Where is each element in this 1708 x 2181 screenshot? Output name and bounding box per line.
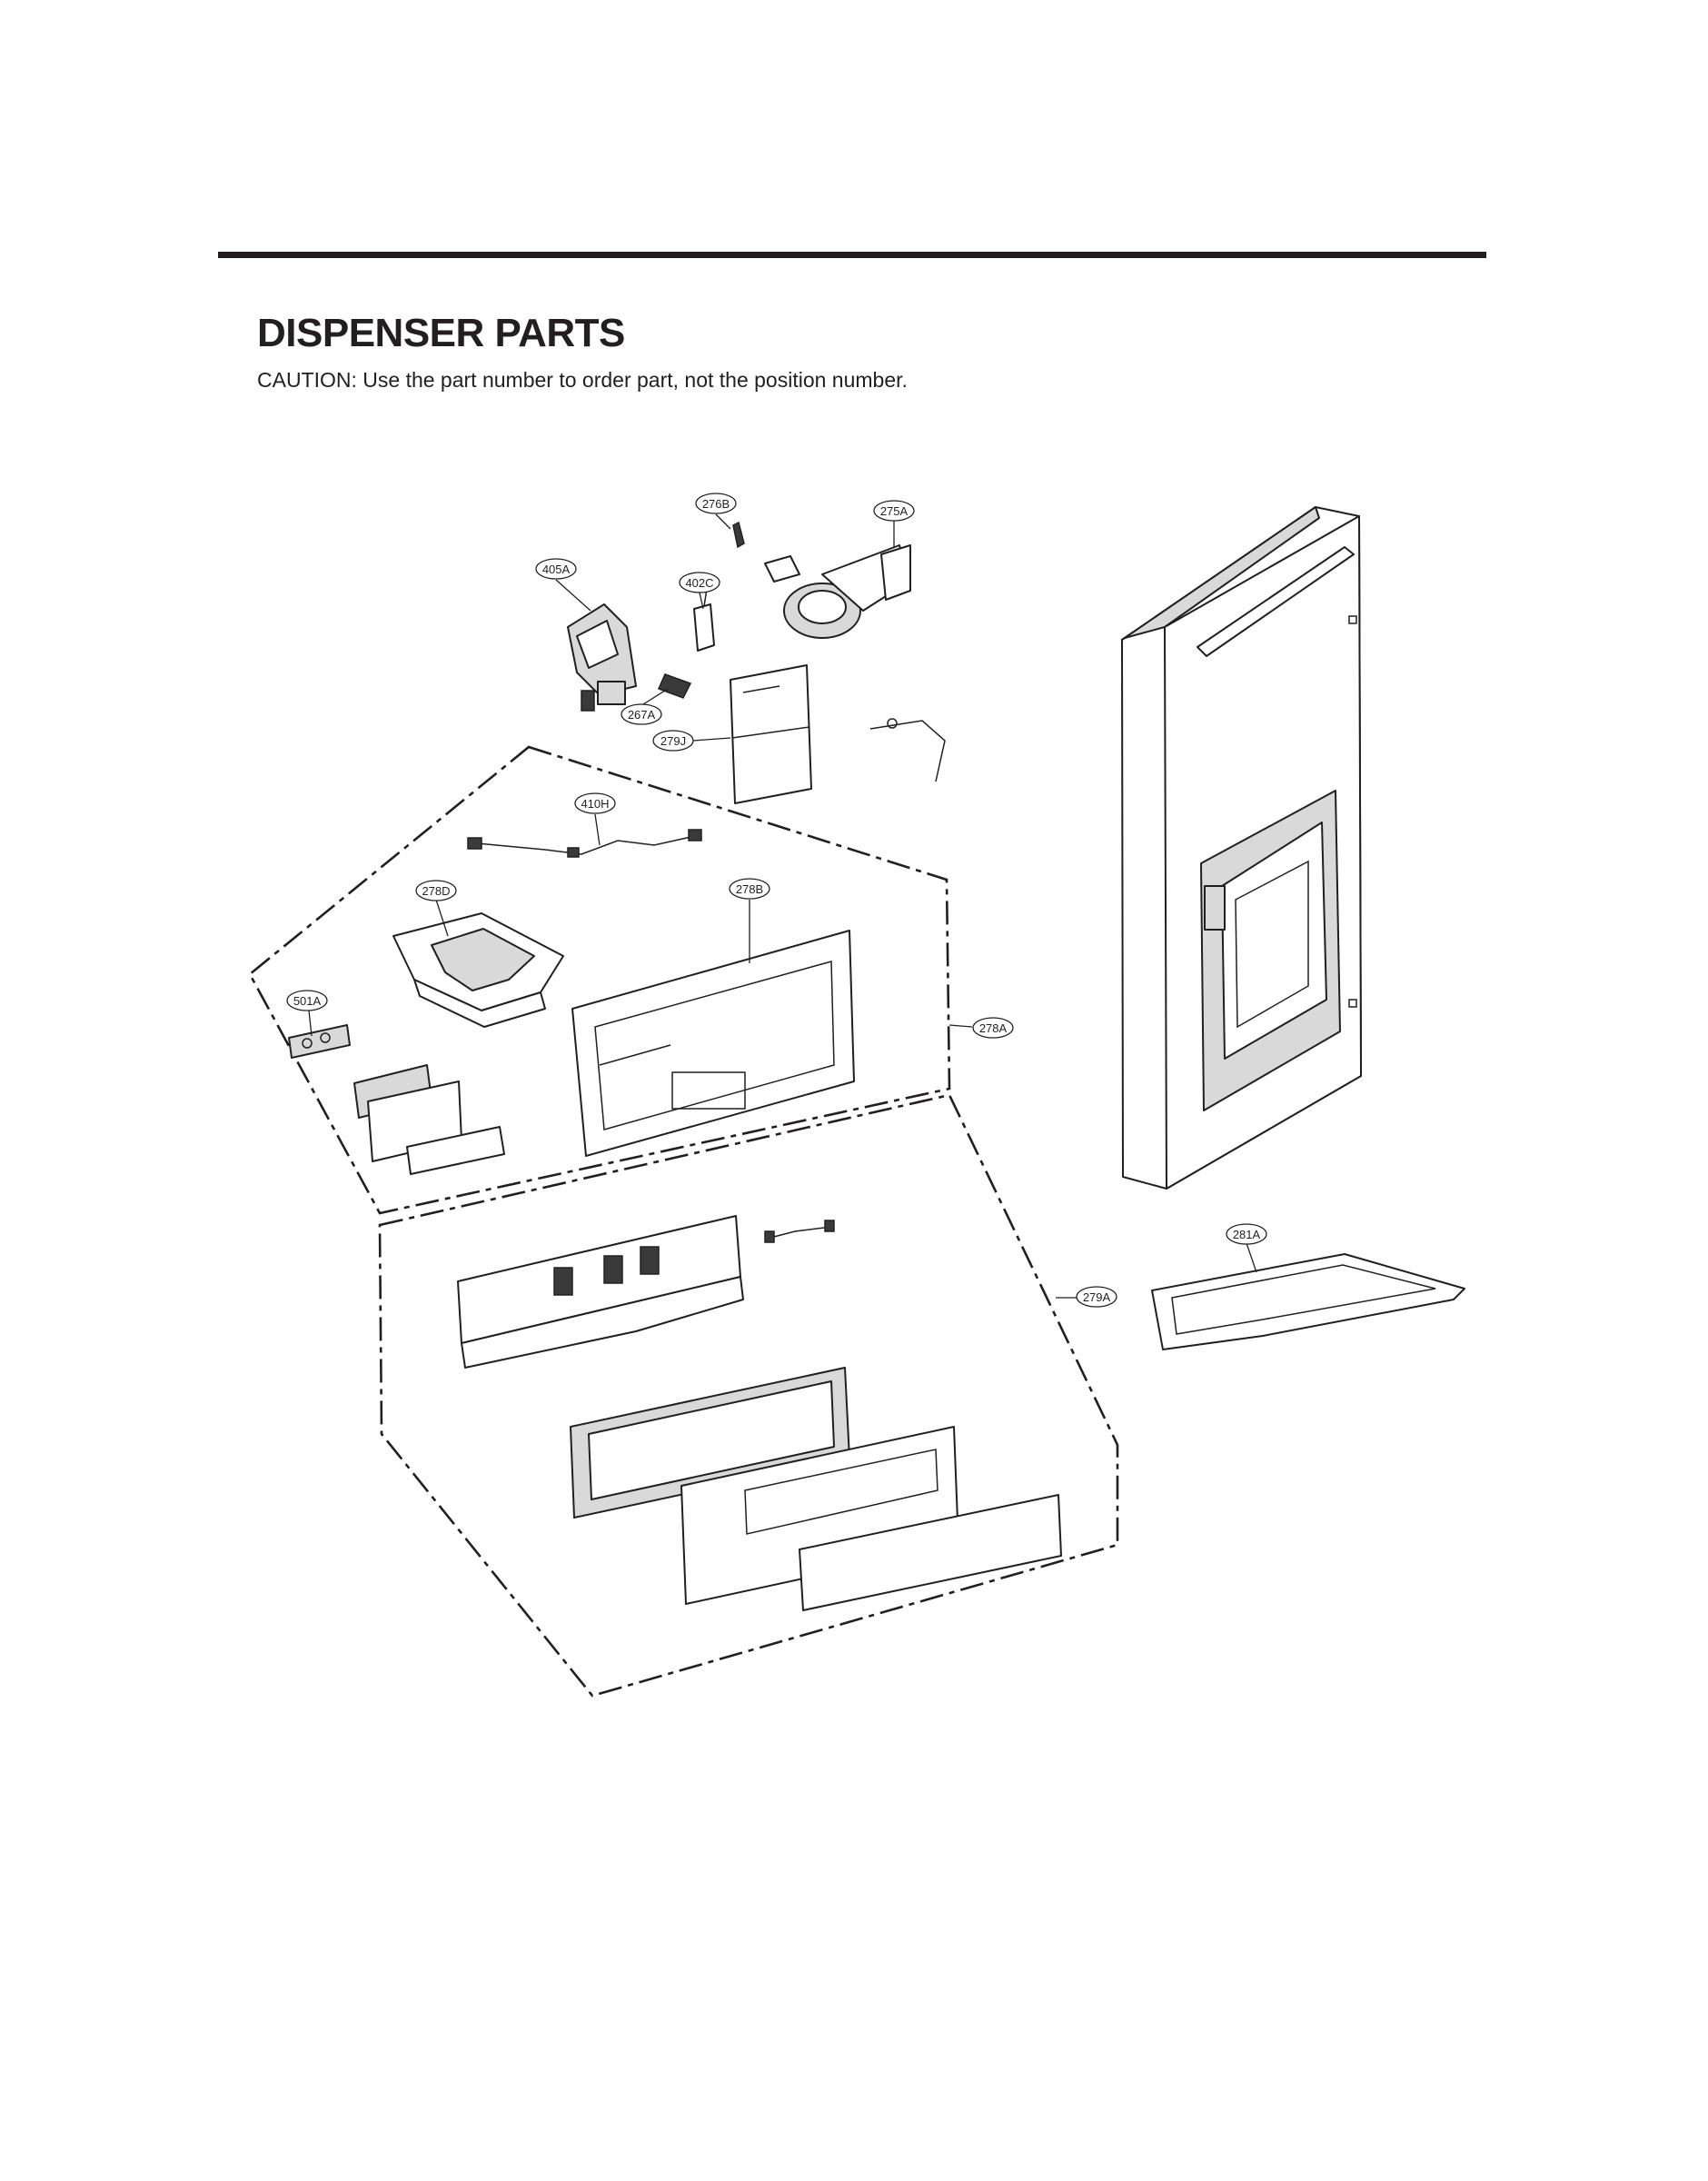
door-panel: [1121, 506, 1362, 1190]
trim-281A: [1151, 1253, 1465, 1350]
group-279A-outline: [378, 1093, 1119, 1698]
svg-text:281A: 281A: [1233, 1228, 1261, 1241]
cable-279A: [764, 1220, 835, 1243]
svg-text:278A: 278A: [979, 1021, 1008, 1035]
callout-501A: 501A: [286, 990, 328, 1011]
svg-text:405A: 405A: [542, 563, 571, 576]
funnel-278D: [392, 912, 564, 1028]
main-pcb: [457, 1215, 744, 1369]
callout-275A: 275A: [873, 500, 915, 522]
page-title: DISPENSER PARTS: [257, 311, 625, 355]
callout-278A: 278A: [972, 1017, 1014, 1039]
callout-402C: 402C: [679, 572, 720, 593]
svg-text:278B: 278B: [736, 882, 763, 896]
top-rule: [218, 252, 1486, 258]
svg-text:501A: 501A: [293, 994, 322, 1008]
callout-278B: 278B: [729, 878, 770, 900]
svg-text:410H: 410H: [581, 797, 609, 811]
cover-279J: [730, 664, 812, 804]
svg-text:278D: 278D: [422, 884, 450, 898]
display-module: [353, 1064, 505, 1175]
harness-410H: [467, 829, 702, 858]
svg-text:402C: 402C: [685, 576, 713, 590]
pcb-501A: [288, 1024, 351, 1059]
callout-405A: 405A: [535, 558, 577, 580]
callout-267A: 267A: [621, 703, 662, 725]
callout-276B: 276B: [695, 493, 737, 514]
svg-text:279A: 279A: [1083, 1290, 1111, 1304]
svg-text:279J: 279J: [660, 734, 686, 748]
svg-text:267A: 267A: [628, 708, 656, 722]
decor-panel: [799, 1494, 1062, 1611]
callout-281A: 281A: [1226, 1223, 1267, 1245]
callout-279A: 279A: [1076, 1286, 1117, 1308]
callout-278D: 278D: [415, 880, 457, 901]
callout-279J: 279J: [652, 730, 694, 752]
caution-note: CAUTION: Use the part number to order pa…: [257, 368, 908, 392]
svg-text:276B: 276B: [702, 497, 730, 511]
lever-wire: [869, 720, 946, 782]
bracket-278B: [571, 930, 855, 1157]
motor-405A: [567, 603, 637, 712]
motor-275A: [764, 544, 911, 639]
switch-402C: [693, 588, 715, 652]
group-278A-outline: [248, 745, 951, 1215]
part-276B: [732, 521, 745, 549]
heater-267A: [657, 673, 692, 699]
svg-text:275A: 275A: [880, 504, 909, 518]
callout-410H: 410H: [574, 792, 616, 814]
